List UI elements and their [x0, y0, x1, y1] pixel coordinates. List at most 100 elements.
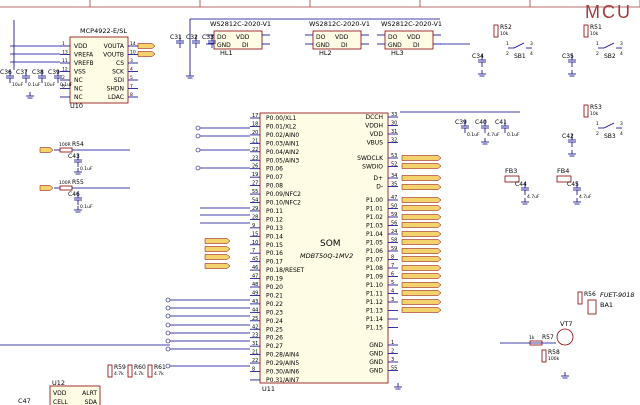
som-pin-name: D+ — [373, 175, 383, 182]
dac-out-label — [137, 43, 156, 49]
led-pin-name: DI — [242, 42, 249, 49]
som-pin-number: 55 — [391, 366, 397, 372]
som-pin-name: P0.24 — [266, 318, 283, 325]
cap-value: 0.1uF — [80, 166, 93, 172]
resistor-ref: R58 — [548, 349, 560, 356]
resistor-value: 10k — [590, 31, 599, 37]
som-pin-name: P0.19 — [266, 276, 283, 283]
resistor-body — [583, 24, 589, 38]
bottom-ic-body — [49, 385, 101, 405]
som-pin-number: 24 — [391, 229, 397, 235]
dac-cap-ref: C36 — [0, 69, 12, 76]
bottom-ic-pin: VDD — [53, 390, 67, 397]
led-ref: HL2 — [319, 49, 332, 57]
som-right-net-label — [401, 299, 442, 305]
ferrite-ref: FB3 — [505, 167, 517, 175]
test-point — [165, 346, 171, 352]
som-pin-number: 20 — [252, 130, 258, 136]
dac-pin-name: SCK — [112, 69, 125, 76]
som-pin-number: 17 — [252, 113, 258, 119]
som-pin-name: P0.29/AIN5 — [266, 360, 299, 367]
led-ref: HL3 — [391, 49, 404, 57]
test-point — [165, 297, 171, 303]
switch-pin: 3 — [620, 41, 623, 47]
dac-pin-name: SHDN — [107, 86, 124, 93]
led-cap-ref: C32 — [186, 34, 198, 41]
dac-pin-number: 6 — [62, 84, 65, 90]
cap-value: 0.1uF — [60, 82, 73, 88]
dac-pin-number: 3 — [130, 58, 133, 64]
som-right-net-label — [401, 256, 442, 262]
ferrite-body — [556, 175, 572, 183]
som-pin-name: P0.31/AIN7 — [266, 377, 299, 384]
som-right-net-label — [401, 307, 442, 313]
som-right-net-label — [401, 155, 442, 161]
som-pin-name: VDD — [370, 131, 384, 138]
transistor-body — [556, 328, 574, 346]
dac-pin-number: 7 — [130, 84, 133, 90]
led-type: WS2812C-2020-V1 — [210, 20, 271, 28]
filter-cap-ref: C46 — [68, 191, 80, 198]
resistor-body — [577, 291, 583, 305]
som-pin-number: 23 — [252, 155, 258, 161]
led-pin-name: DO — [388, 34, 398, 41]
som-pin-name: P0.25 — [266, 326, 283, 333]
switch-cap-ref: C42 — [562, 133, 574, 140]
som-pin-name: P1.03 — [366, 223, 383, 230]
som-pin-name: P0.03/AIN1 — [266, 140, 299, 147]
led-cap-ref: C33 — [202, 34, 214, 41]
resistor-value: 4.7k — [114, 371, 124, 377]
dac-pin-number: 5 — [130, 75, 133, 81]
som-pin-name: P0.16 — [266, 250, 283, 257]
resistor-body — [583, 104, 589, 118]
dac-pin-number: 11 — [62, 58, 68, 64]
resistor-ref: R52 — [500, 24, 512, 31]
som-pin-name: SWDCLK — [357, 155, 384, 162]
cap-value: 10uF — [12, 82, 24, 88]
som-pin-number: 9 — [252, 223, 255, 229]
vbus-cap-ref: C44 — [515, 181, 527, 188]
som-pin-name: P0.26 — [266, 335, 283, 342]
som-right-net-label — [401, 273, 442, 279]
buzzer-part: FUET-9018 — [600, 291, 635, 299]
som-pin-number: 48 — [252, 282, 258, 288]
led-cap-ref: C31 — [170, 34, 182, 41]
som-pin-name: P1.10 — [366, 282, 383, 289]
cap-value: 4.7uF — [487, 132, 500, 138]
resistor-body — [107, 364, 113, 378]
som-pin-name: P0.04/AIN2 — [266, 149, 299, 156]
resistor-ref: R54 — [72, 141, 84, 148]
som-pin-number: 47 — [391, 195, 397, 201]
som-pin-number: 54 — [252, 198, 258, 204]
som-pin-name: DCCH — [365, 114, 383, 121]
som-pin-number: 34 — [391, 173, 397, 179]
vdd-cap-ref: C39 — [455, 119, 467, 126]
switch-pin: 2 — [596, 131, 599, 137]
som-pin-number: 29 — [252, 206, 258, 212]
test-point — [195, 165, 201, 171]
som-pin-name: P1.12 — [366, 299, 383, 306]
switch-pin: 4 — [620, 131, 623, 137]
som-right-net-label — [401, 184, 442, 190]
resistor-value: 4.7k — [154, 371, 164, 377]
led-body — [213, 30, 263, 50]
resistor-ref: R55 — [72, 179, 84, 186]
som-pin-name: P0.00/XL1 — [266, 115, 296, 122]
som-pin-number: 49 — [252, 290, 258, 296]
test-point — [165, 338, 171, 344]
dac-pin-name: VDD — [74, 43, 88, 50]
som-pin-number: 35 — [391, 182, 397, 188]
som-right-net-label — [401, 248, 442, 254]
resistor-ref: R60 — [134, 364, 146, 371]
som-right-net-label — [401, 197, 442, 203]
test-point — [165, 305, 171, 311]
som-right-net-label — [401, 231, 442, 237]
som-pin-name: VDDH — [365, 123, 383, 130]
som-pin-name: P0.28/AIN4 — [266, 352, 299, 359]
som-left-net-label — [204, 254, 231, 260]
som-pin-name: D- — [376, 184, 383, 191]
resistor-body — [59, 147, 73, 153]
som-pin-number: 28 — [252, 214, 258, 220]
resistor-ref: R53 — [590, 104, 602, 111]
dac-body — [69, 36, 129, 104]
